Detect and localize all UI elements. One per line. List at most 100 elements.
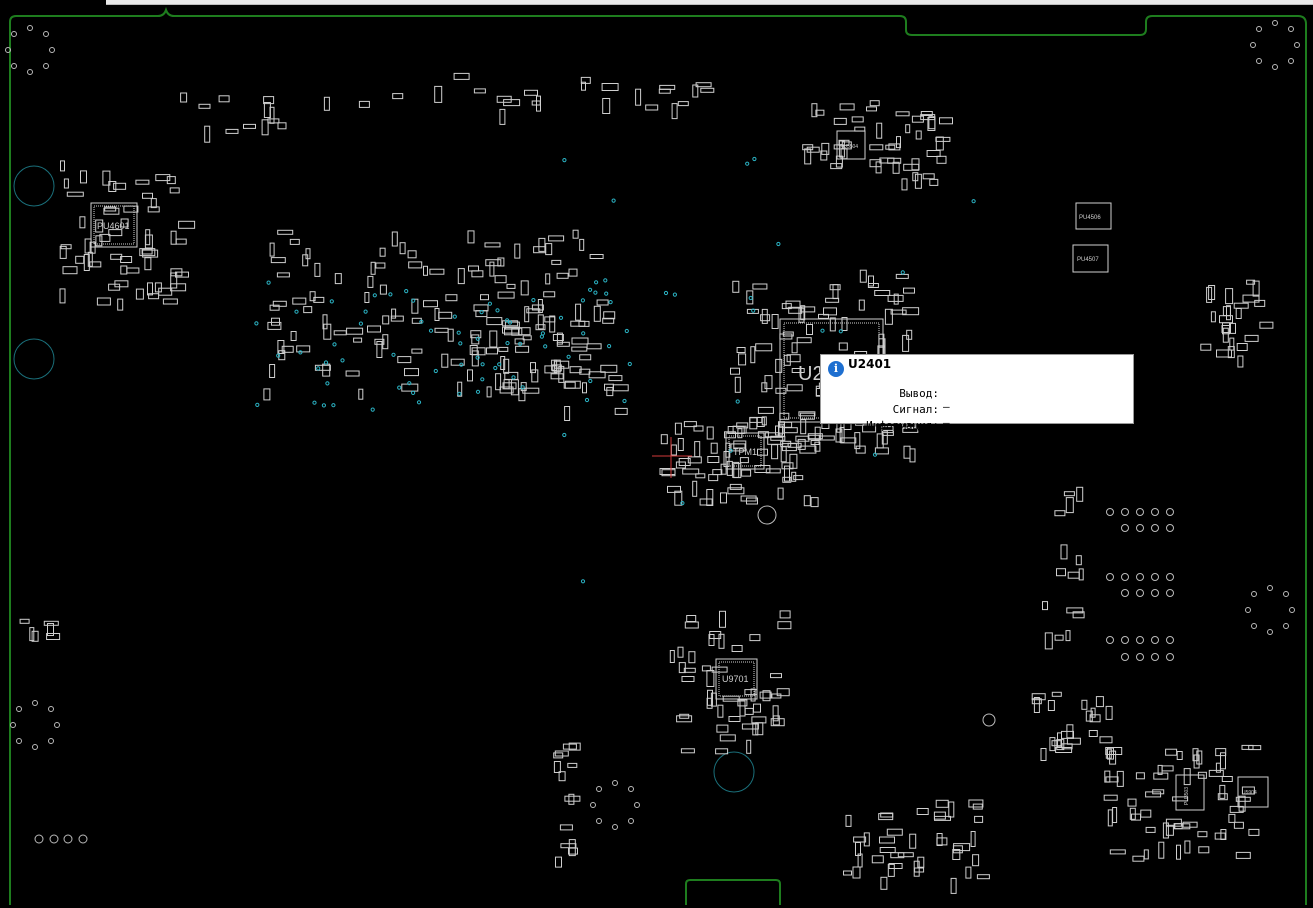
- smd-part: [839, 427, 845, 443]
- via: [358, 321, 363, 326]
- smd-part: [1065, 630, 1071, 642]
- smd-part: [835, 428, 843, 443]
- smd-part: [423, 265, 428, 276]
- smd-part: [358, 100, 370, 108]
- tooltip-label: Информация:: [866, 419, 939, 432]
- smd-part: [914, 173, 922, 189]
- smd-part: [939, 117, 953, 125]
- via: [518, 341, 523, 346]
- smd-part: [1089, 714, 1101, 723]
- smd-part: [575, 303, 582, 321]
- smd-part: [920, 111, 933, 116]
- smd-part: [1145, 791, 1162, 798]
- smd-part: [603, 311, 616, 320]
- pad-ring: [32, 700, 38, 706]
- pad-ring: [1288, 58, 1294, 64]
- smd-part: [568, 268, 578, 277]
- chip-tpm1[interactable]: TPM1: [725, 432, 765, 470]
- via: [475, 355, 480, 360]
- smd-part: [674, 422, 682, 435]
- chip-u9701[interactable]: U9701: [715, 658, 758, 700]
- smd-part: [562, 743, 577, 750]
- smd-part: [180, 92, 188, 103]
- smd-part: [1109, 750, 1117, 765]
- smd-part: [756, 417, 765, 427]
- smd-part: [746, 290, 754, 305]
- smd-part: [700, 87, 715, 93]
- smd-part: [784, 465, 790, 482]
- smd-part: [75, 255, 85, 264]
- smd-part: [1127, 798, 1137, 807]
- via: [391, 352, 396, 357]
- smd-part: [579, 238, 585, 251]
- smd-part: [558, 771, 566, 782]
- smd-part: [820, 150, 828, 161]
- chip-pu4601[interactable]: PU4601: [90, 202, 138, 248]
- smd-part: [596, 299, 609, 306]
- smd-part: [515, 345, 530, 353]
- pad-ring: [1256, 26, 1262, 32]
- smd-part: [707, 456, 720, 463]
- smd-part: [1229, 805, 1244, 813]
- smd-part: [1252, 280, 1260, 297]
- chip-pu4506[interactable]: PU4506: [1075, 202, 1112, 230]
- smd-part: [204, 125, 211, 143]
- smd-part: [1214, 832, 1226, 840]
- smd-part: [867, 283, 879, 288]
- via: [735, 399, 740, 404]
- smd-part: [1200, 343, 1212, 351]
- smd-part: [31, 630, 39, 642]
- smd-part: [289, 238, 300, 245]
- smd-part: [108, 283, 121, 291]
- smd-part: [586, 343, 602, 350]
- smd-part: [87, 251, 93, 267]
- via: [480, 377, 485, 382]
- smd-part: [1241, 744, 1254, 750]
- smd-part: [269, 304, 280, 311]
- smd-part: [522, 335, 532, 341]
- chip-pu5504[interactable]: PU5504: [836, 130, 866, 160]
- smd-part: [793, 475, 804, 481]
- smd-part: [1173, 823, 1183, 830]
- smd-part: [775, 387, 787, 394]
- smd-part: [1056, 568, 1066, 577]
- pad-ring: [1267, 585, 1273, 591]
- via: [607, 344, 612, 349]
- smd-part: [1222, 327, 1229, 343]
- smd-part: [497, 291, 515, 299]
- smd-part: [564, 406, 571, 421]
- via: [507, 320, 513, 325]
- smd-part: [142, 249, 159, 258]
- smd-part: [760, 314, 771, 322]
- smd-part: [473, 304, 489, 312]
- smd-part: [269, 242, 275, 257]
- pad-ring: [1283, 591, 1289, 597]
- smd-part: [730, 443, 746, 452]
- smd-part: [866, 106, 877, 112]
- smd-part: [367, 275, 374, 288]
- via: [624, 328, 629, 334]
- via: [457, 391, 462, 396]
- chip-pu4507[interactable]: PU4507: [1072, 244, 1109, 273]
- smd-part: [1227, 346, 1235, 359]
- smd-part: [139, 248, 156, 257]
- smd-part: [445, 294, 458, 302]
- chip-label: PU4506: [1079, 215, 1101, 221]
- smd-part: [1088, 730, 1098, 737]
- smd-part: [80, 170, 87, 184]
- via: [388, 292, 393, 297]
- chip-u5904[interactable]: U5904: [1237, 776, 1269, 808]
- smd-part: [815, 109, 825, 116]
- smd-part: [771, 314, 779, 329]
- smd-part: [972, 803, 983, 810]
- smd-part: [814, 426, 821, 441]
- smd-part: [708, 634, 715, 646]
- smd-part: [976, 874, 990, 880]
- smd-part: [267, 321, 282, 330]
- via: [971, 199, 976, 204]
- smd-part: [832, 284, 839, 300]
- chip-pu3503[interactable]: PU3503: [1175, 774, 1205, 811]
- via: [511, 375, 516, 380]
